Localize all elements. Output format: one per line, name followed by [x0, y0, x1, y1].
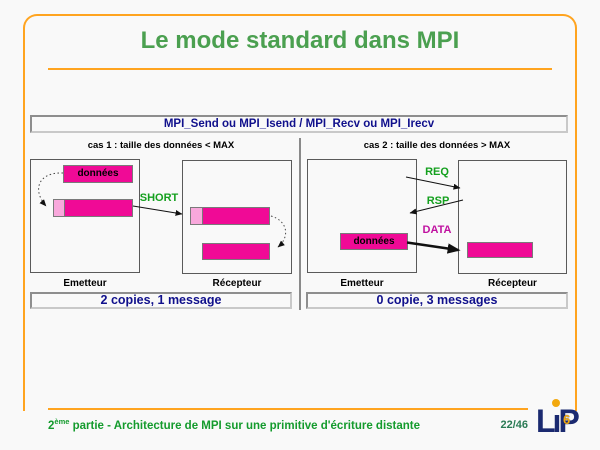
case1-receiver-box — [182, 160, 292, 274]
case2-receiver-data-bar — [467, 242, 533, 258]
case1-data-box: données — [63, 165, 133, 183]
footer-text: 2ème partie - Architecture de MPI sur un… — [48, 417, 420, 432]
case2-receiver-box — [458, 160, 567, 274]
case1-receiver-buffer-header — [191, 208, 203, 224]
case2-data-box: données — [340, 233, 408, 250]
lip6-logo-six: 6 — [563, 412, 571, 427]
case1-sender-buffer-bar — [53, 199, 133, 217]
slide-title: Le mode standard dans MPI — [140, 27, 460, 54]
slide-border-frame — [23, 14, 577, 411]
short-arrow-label: SHORT — [139, 192, 179, 204]
footer-part-title: partie - Architecture de MPI sur une pri… — [69, 419, 421, 432]
lip6-logo: LıP 6 — [536, 399, 580, 447]
lip6-logo-dot-icon — [552, 399, 560, 407]
case1-sender-box — [30, 159, 140, 273]
footer-part-number: 2 — [48, 419, 55, 432]
case-divider-line — [299, 138, 301, 310]
req-arrow-label: REQ — [425, 166, 449, 178]
case2-sender-label: Emetteur — [340, 278, 384, 289]
title-underline — [48, 68, 552, 70]
footer-part-sup: ème — [54, 417, 70, 426]
case1-label: cas 1 : taille des données < MAX — [87, 140, 235, 151]
case1-sender-buffer-header — [54, 200, 65, 216]
case2-sender-box — [307, 159, 417, 273]
case1-receiver-data-bar — [202, 243, 270, 260]
page-number: 22/46 — [500, 419, 528, 431]
case1-receiver-buffer-bar — [190, 207, 270, 225]
data-arrow-label: DATA — [422, 224, 452, 236]
case2-summary-box: 0 copie, 3 messages — [306, 292, 568, 309]
case2-receiver-label: Récepteur — [488, 278, 537, 289]
case1-receiver-label: Récepteur — [212, 278, 262, 289]
lip6-logo-letters: LıP — [536, 403, 580, 439]
case1-sender-label: Emetteur — [63, 278, 107, 289]
mpi-calls-box: MPI_Send ou MPI_Isend / MPI_Recv ou MPI_… — [30, 115, 568, 133]
rsp-arrow-label: RSP — [426, 195, 450, 207]
case2-label: cas 2 : taille des données > MAX — [363, 140, 511, 151]
case1-summary-box: 2 copies, 1 message — [30, 292, 292, 309]
footer-rule — [48, 408, 528, 410]
